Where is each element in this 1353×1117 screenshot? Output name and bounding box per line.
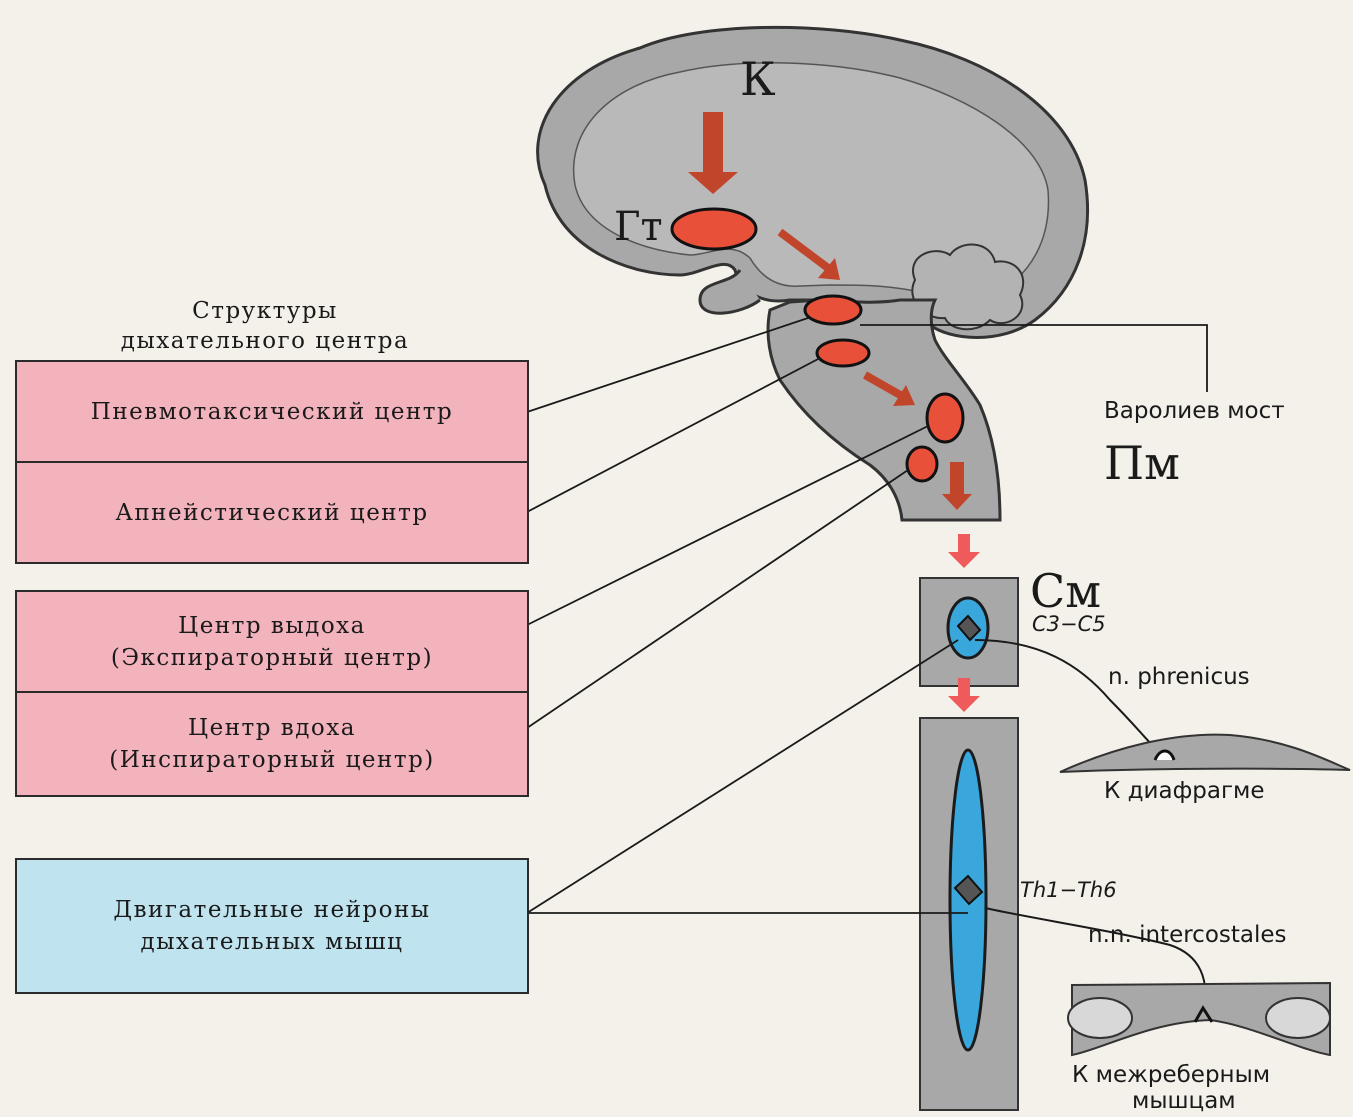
hypothalamus-nucleus bbox=[672, 209, 756, 249]
inspiratory-text-line1: Центр вдоха bbox=[188, 712, 356, 744]
to-intercostal-label-line1: К межреберным bbox=[1072, 1062, 1270, 1088]
cervical-segments-label: C3−C5 bbox=[1032, 612, 1106, 636]
expiratory-text-line1: Центр выдоха bbox=[178, 610, 366, 642]
pneumotaxic-nucleus bbox=[805, 296, 861, 324]
apneustic-text: Апнейстический центр bbox=[115, 497, 428, 529]
motor-neurons-box: Двигательные нейроны дыхательных мышц bbox=[15, 858, 529, 994]
expiratory-text-line2: (Экспираторный центр) bbox=[111, 642, 433, 674]
phrenic-label: n. phrenicus bbox=[1108, 664, 1250, 690]
spinal-cord-label: См bbox=[1030, 564, 1101, 618]
expiratory-connector bbox=[527, 426, 928, 625]
apneustic-box: Апнейстический центр bbox=[15, 461, 529, 564]
medulla-label: Пм bbox=[1104, 436, 1180, 490]
pons-label: Варолиев мост bbox=[1104, 398, 1285, 424]
motor-cervical-connector bbox=[527, 640, 958, 913]
pneumotaxic-box: Пневмотаксический центр bbox=[15, 360, 529, 463]
diaphragm bbox=[1060, 735, 1350, 772]
intercostal-label: n.n. intercostales bbox=[1088, 922, 1287, 948]
pneumotaxic-text: Пневмотаксический центр bbox=[91, 396, 453, 428]
heading-line2: дыхательного центра bbox=[100, 326, 430, 356]
inspiratory-connector bbox=[527, 470, 908, 728]
left-panel-heading: Структуры дыхательного центра bbox=[100, 296, 430, 356]
inspiratory-box: Центр вдоха (Инспираторный центр) bbox=[15, 691, 529, 797]
apneustic-nucleus bbox=[817, 340, 869, 366]
expiratory-nucleus bbox=[927, 394, 963, 442]
rib-left bbox=[1068, 998, 1132, 1038]
thoracic-segments-label: Th1−Th6 bbox=[1020, 878, 1117, 902]
hypothalamus-label: Гт bbox=[614, 204, 663, 250]
cervical-arrow bbox=[948, 534, 980, 568]
expiratory-box: Центр выдоха (Экспираторный центр) bbox=[15, 590, 529, 693]
inspiratory-nucleus bbox=[907, 447, 937, 481]
heading-line1: Структуры bbox=[100, 296, 430, 326]
motor-text-line2: дыхательных мышц bbox=[141, 926, 404, 958]
to-intercostal-label-line2: мышцам bbox=[1132, 1088, 1236, 1114]
inspiratory-text-line2: (Инспираторный центр) bbox=[109, 744, 435, 776]
motor-text-line1: Двигательные нейроны bbox=[113, 894, 430, 926]
cortex-label: К bbox=[740, 52, 776, 106]
rib-right bbox=[1266, 998, 1330, 1038]
to-diaphragm-label: К диафрагме bbox=[1104, 778, 1265, 804]
pneumotaxic-connector bbox=[527, 318, 808, 412]
apneustic-connector bbox=[527, 358, 820, 512]
